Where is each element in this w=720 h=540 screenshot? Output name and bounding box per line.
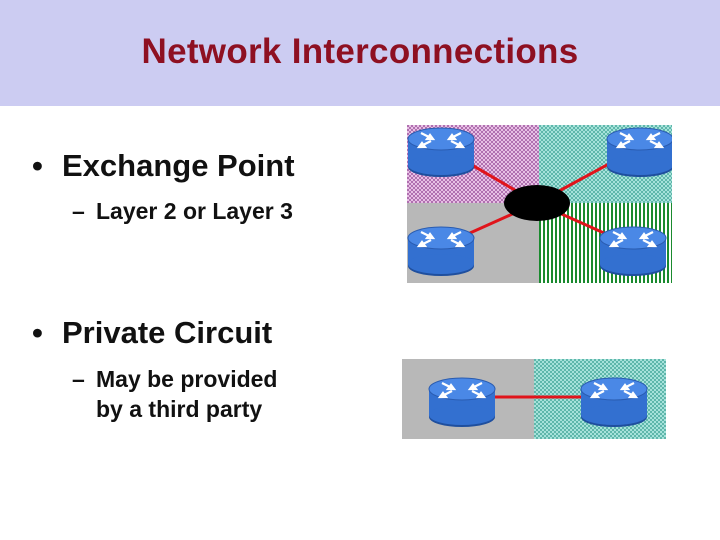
router-arrows-icon [608, 231, 658, 248]
slide-title: Network Interconnections [141, 32, 579, 71]
router-right [580, 377, 648, 427]
title-band [0, 0, 720, 106]
bullet-label: Private Circuit [62, 315, 273, 350]
router-top-right [606, 127, 672, 177]
sub-bullet-label: May be provided [96, 366, 278, 392]
sub-bullet-marker: – [72, 198, 85, 224]
router-bottom-right [599, 226, 667, 276]
router-arrows-icon [615, 132, 665, 149]
sub-bullet-layer: –Layer 2 or Layer 3 [72, 196, 293, 226]
sub-bullet-label: Layer 2 or Layer 3 [96, 198, 293, 224]
exchange-point-diagram [407, 125, 672, 283]
router-top-left [407, 127, 475, 177]
router-arrows-icon [416, 132, 466, 149]
bullet-marker: • [32, 315, 43, 350]
router-bottom-left [407, 226, 475, 276]
router-arrows-icon [437, 382, 487, 399]
sub-bullet-marker: – [72, 366, 85, 392]
sub-bullet-provider: –May be provided [72, 364, 277, 394]
bullet-label: Exchange Point [62, 148, 295, 183]
bullet-exchange-point: • Exchange Point [32, 148, 295, 184]
router-arrows-icon [589, 382, 639, 399]
exchange-point-hub [504, 185, 570, 221]
private-circuit-diagram [402, 359, 666, 439]
sub-bullet-continuation: by a third party [96, 396, 263, 422]
bullet-marker: • [32, 148, 43, 183]
router-arrows-icon [416, 231, 466, 248]
router-left [428, 377, 496, 427]
bullet-private-circuit: • Private Circuit [32, 315, 272, 351]
